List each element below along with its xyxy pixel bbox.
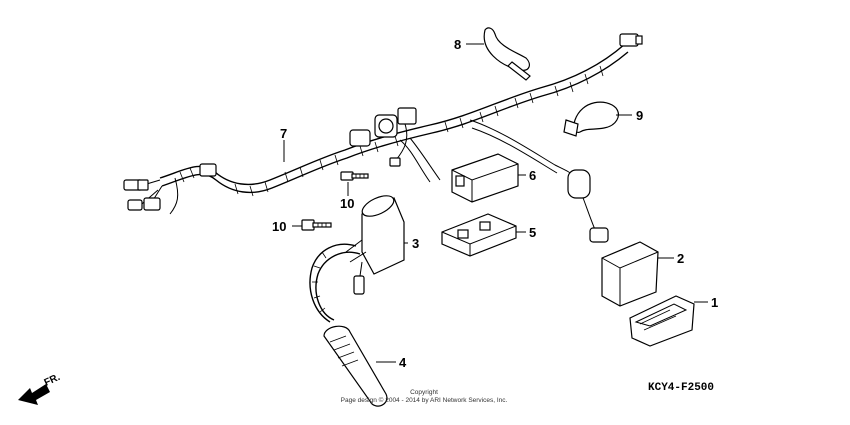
callout-10-upper: 10 bbox=[340, 196, 354, 211]
ignition-coil-3[interactable] bbox=[309, 192, 405, 323]
band-9[interactable] bbox=[563, 101, 619, 137]
callout-3: 3 bbox=[412, 236, 419, 251]
callout-2: 2 bbox=[677, 251, 684, 266]
callout-6: 6 bbox=[529, 168, 536, 183]
callout-8: 8 bbox=[454, 37, 461, 52]
callout-10-lower: 10 bbox=[272, 219, 286, 234]
bolt-10-lower[interactable] bbox=[301, 219, 332, 231]
module-holder-5[interactable] bbox=[441, 213, 517, 257]
holder-1[interactable] bbox=[629, 295, 695, 347]
front-arrow-icon bbox=[18, 384, 50, 405]
wire-harness[interactable] bbox=[123, 33, 643, 243]
relay-2[interactable] bbox=[601, 241, 659, 307]
module-6[interactable] bbox=[451, 153, 519, 203]
callout-1: 1 bbox=[711, 295, 718, 310]
callout-4: 4 bbox=[399, 355, 407, 370]
direction-label: FR. bbox=[43, 372, 62, 389]
bolt-10-upper[interactable] bbox=[340, 171, 369, 181]
diagram-code: KCY4-F2500 bbox=[648, 382, 714, 394]
plug-cap-4[interactable] bbox=[323, 325, 388, 407]
copyright-line1: Copyright bbox=[410, 389, 438, 396]
callout-7: 7 bbox=[280, 126, 287, 141]
callout-5: 5 bbox=[529, 225, 536, 240]
callout-9: 9 bbox=[636, 108, 643, 123]
copyright-line2: Page design © 2004 - 2014 by ARI Network… bbox=[341, 396, 508, 404]
band-8[interactable] bbox=[483, 27, 531, 81]
